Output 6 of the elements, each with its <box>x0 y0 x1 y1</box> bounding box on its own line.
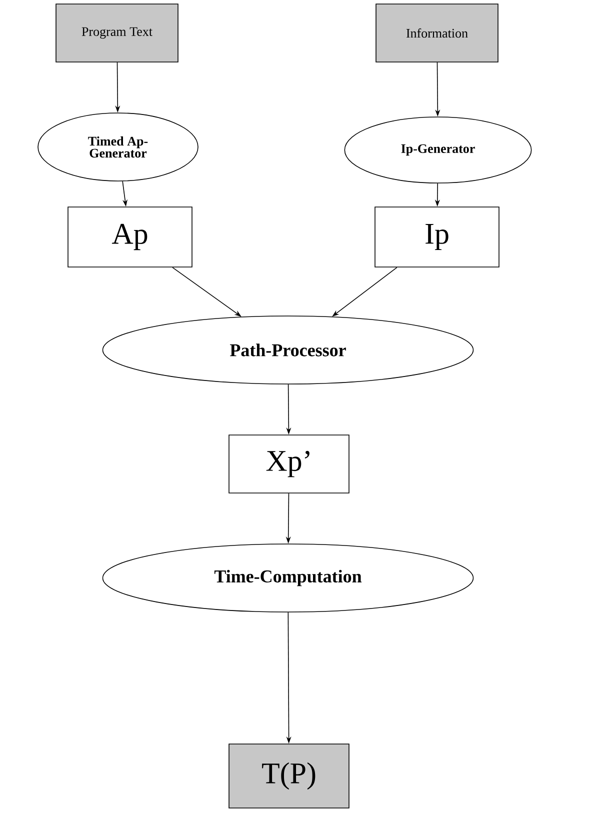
shaded-box: Program Text <box>56 4 178 62</box>
shaded-box: T(P) <box>228 744 350 808</box>
shaded-box: Information <box>376 4 498 62</box>
data-box: Ap <box>68 206 192 268</box>
data-box: Ip <box>374 206 500 268</box>
data-box: Xp’ <box>228 434 350 494</box>
